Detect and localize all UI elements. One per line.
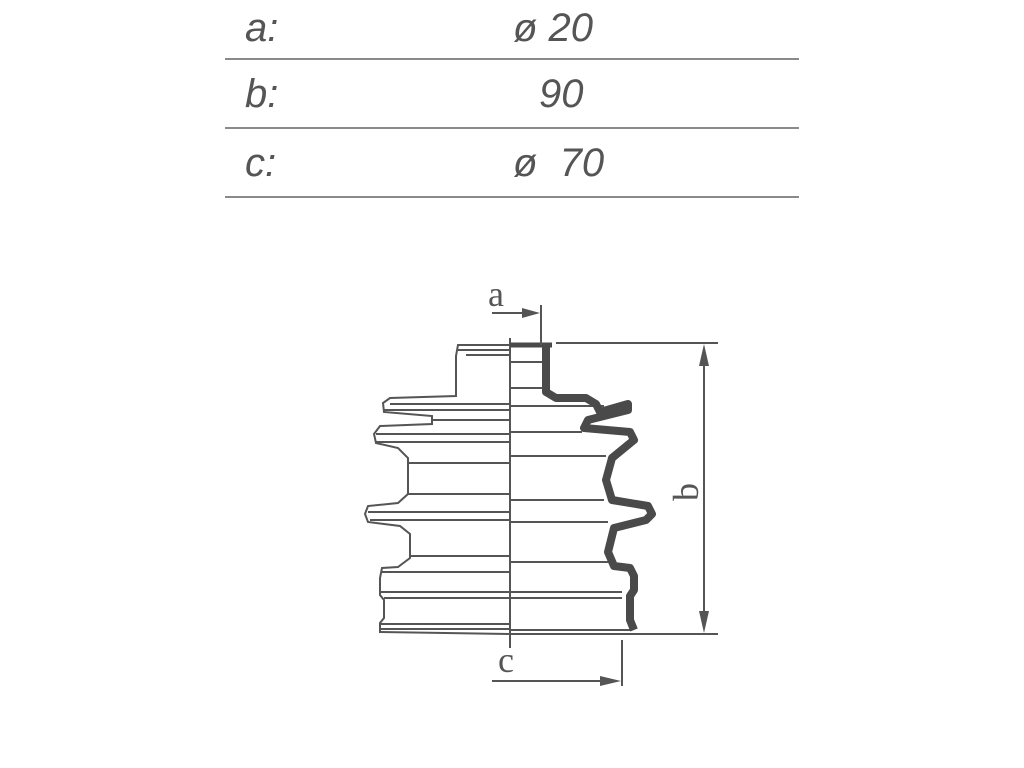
dimension-value: ø 20	[513, 6, 594, 50]
dimension-row-b: b: 90	[225, 66, 799, 129]
label-c: c	[498, 640, 514, 680]
label-b: b	[666, 483, 706, 501]
dimension-table: a: ø 20 b: 90 c: ø 70	[225, 0, 799, 204]
dimension-key: a:	[245, 6, 279, 50]
dimension-row-a: a: ø 20	[225, 0, 799, 60]
label-a: a	[488, 274, 504, 314]
boot-wall-section	[542, 345, 656, 632]
dimension-value: 90	[539, 72, 584, 116]
dimension-key: b:	[245, 72, 279, 116]
boot-left-outline	[363, 344, 511, 635]
dimension-value: ø 70	[513, 141, 605, 185]
dimension-key: c:	[245, 141, 277, 185]
dimension-row-c: c: ø 70	[225, 135, 799, 198]
